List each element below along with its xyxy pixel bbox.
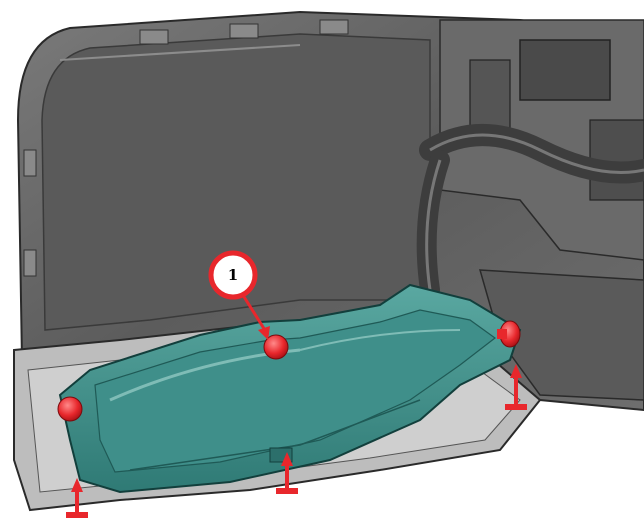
engine-bay-components (416, 19, 644, 401)
callout-circle-icon (208, 250, 258, 300)
callout-1: 1 (208, 250, 270, 340)
upper-pushpin (263, 334, 289, 360)
left-pushpin (57, 396, 83, 422)
bottom-right-pushpin (505, 364, 527, 410)
bottom-left-pushpin (66, 478, 88, 518)
pushpin-icon (57, 320, 521, 422)
right-pushpin (497, 320, 521, 348)
pushpin-arrow-icon (66, 364, 527, 518)
callout-label: 1 (228, 266, 238, 284)
bottom-center-pushpin (276, 452, 298, 494)
